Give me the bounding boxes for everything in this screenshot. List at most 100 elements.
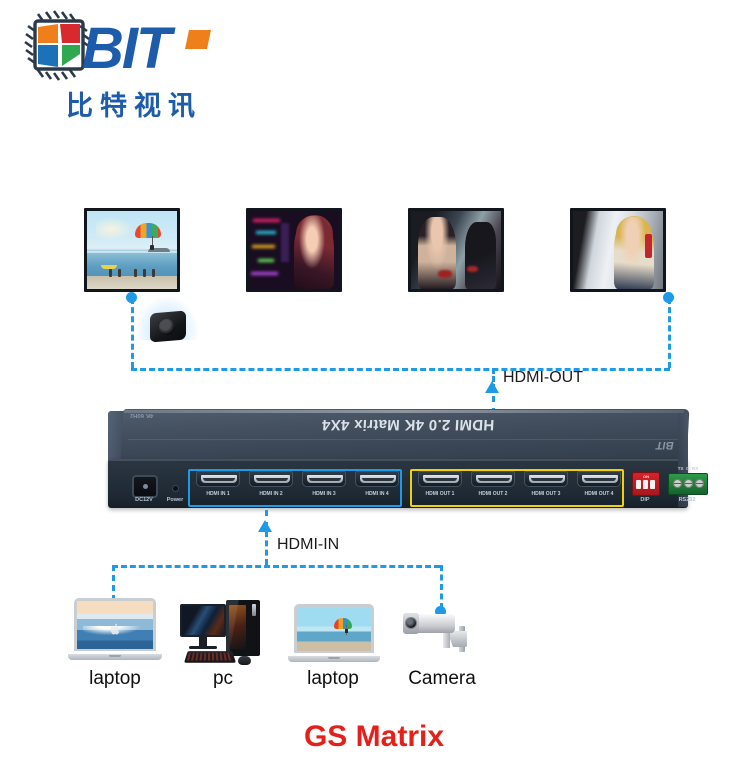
display-2-bezel: [246, 208, 342, 292]
source-laptop-1-screen: [77, 601, 153, 649]
dip-switch-label: DIP: [640, 497, 650, 503]
pc-monitor-screen: [182, 606, 224, 635]
device-lid-seam: [127, 439, 685, 440]
port-hdmi-out-3[interactable]: HDMI OUT 3: [524, 471, 568, 497]
logo-chinese-name: 比特视讯: [66, 91, 202, 122]
port-hdmi-out-4[interactable]: HDMI OUT 4: [577, 471, 621, 497]
out-node-display-4: [663, 292, 674, 303]
logo-accent-mark: [184, 30, 212, 49]
camera-mount-arm: [447, 631, 467, 647]
port-hdmi-in-4[interactable]: HDMI IN 4: [355, 471, 399, 497]
power-led-icon: [172, 485, 179, 492]
out-drop: [492, 368, 495, 390]
camera-lens-icon: [405, 617, 417, 629]
in-drop-right: [440, 565, 443, 609]
source-camera-label: Camera: [408, 668, 476, 689]
in-arrow-icon: [258, 520, 272, 532]
dc-power-jack[interactable]: [132, 475, 158, 498]
out-bus: [131, 368, 670, 371]
apple-logo-icon: [110, 623, 120, 635]
dip-toggle-1[interactable]: [636, 480, 641, 489]
port-hdmi-out-3-label: HDMI OUT 3: [531, 491, 561, 497]
port-hdmi-out-2-label: HDMI OUT 2: [478, 491, 508, 497]
port-hdmi-in-2-label: HDMI IN 2: [259, 491, 283, 497]
pc-monitor: [180, 604, 226, 637]
hdmi-out-label: HDMI-OUT: [503, 369, 583, 386]
display-4: [570, 208, 666, 292]
display-4-screen: [573, 211, 663, 289]
port-hdmi-in-4-body: [355, 471, 399, 487]
in-bus: [112, 565, 440, 568]
chip-icon: [24, 10, 96, 82]
camera-body: [407, 614, 455, 633]
out-riser-right: [668, 298, 671, 368]
source-pc-label: pc: [212, 668, 234, 689]
rs232-terminal[interactable]: TX G RX: [668, 466, 708, 495]
scene-blonde-anime: [573, 211, 663, 289]
camera-neck: [443, 632, 450, 648]
port-hdmi-in-2-body: [249, 471, 293, 487]
dip-switch[interactable]: ON: [632, 472, 660, 496]
port-hdmi-out-1-label: HDMI OUT 1: [425, 491, 455, 497]
source-laptop-1-base: [68, 654, 162, 660]
scene-neon-street: [249, 211, 339, 289]
port-hdmi-in-3-body: [302, 471, 346, 487]
hdmi-matrix-device: 4K 60Hz HDMI 2.0 4K Matrix 4X4 BIT DC12V…: [108, 409, 708, 508]
port-hdmi-out-3-body: [524, 471, 568, 487]
out-arrow-icon: [485, 381, 499, 393]
device-lid-logo: BIT: [656, 439, 674, 451]
device-lid-title: HDMI 2.0 4K Matrix 4X4: [321, 416, 495, 433]
port-hdmi-in-2[interactable]: HDMI IN 2: [249, 471, 293, 497]
source-laptop-1-label: laptop: [89, 668, 141, 689]
port-hdmi-in-1-label: HDMI IN 1: [206, 491, 230, 497]
source-pc: [180, 600, 268, 670]
port-hdmi-out-1-body: [418, 471, 462, 487]
power-led-label: Power: [166, 497, 184, 503]
port-hdmi-in-1-body: [196, 471, 240, 487]
rs232-screw-3[interactable]: [695, 479, 704, 488]
device-lid-small-text: 4K 60Hz: [130, 412, 154, 418]
port-hdmi-in-1[interactable]: HDMI IN 1: [196, 471, 240, 497]
source-laptop-2: [288, 604, 380, 662]
port-hdmi-in-4-label: HDMI IN 4: [365, 491, 389, 497]
dip-toggle-2[interactable]: [643, 480, 648, 489]
projector: [134, 294, 200, 344]
rs232-screw-1[interactable]: [673, 479, 682, 488]
hdmi-output-group-highlight: [410, 469, 624, 507]
display-2: [246, 208, 342, 292]
port-hdmi-in-3-label: HDMI IN 3: [312, 491, 336, 497]
page-title: GS Matrix: [303, 720, 445, 753]
device-right-cap: [678, 413, 688, 507]
display-1-bezel: [84, 208, 180, 292]
device-lid-highlight: [123, 410, 685, 413]
in-node-camera: [435, 606, 446, 617]
port-hdmi-out-4-body: [577, 471, 621, 487]
port-hdmi-out-1[interactable]: HDMI OUT 1: [418, 471, 462, 497]
port-hdmi-out-4-label: HDMI OUT 4: [584, 491, 614, 497]
scene-beach-parasail: [87, 211, 177, 289]
pc-keyboard: [184, 651, 236, 663]
source-laptop-1-lid: [74, 598, 156, 651]
pc-tower-panel: [252, 604, 256, 616]
in-drop-left: [112, 565, 115, 601]
port-hdmi-out-2[interactable]: HDMI OUT 2: [471, 471, 515, 497]
rs232-screw-2[interactable]: [684, 479, 693, 488]
display-4-bezel: [570, 208, 666, 292]
display-3-screen: [411, 211, 501, 289]
in-riser-device-2: [265, 531, 268, 565]
scene-dark-anime: [411, 211, 501, 289]
dip-toggle-3[interactable]: [650, 480, 655, 489]
source-laptop-2-lid: [294, 604, 374, 653]
in-riser-device: [265, 510, 268, 528]
pc-tower-window: [229, 605, 246, 649]
dc-jack-pin: [142, 484, 148, 489]
source-laptop-2-label: laptop: [307, 668, 359, 689]
display-1-screen: [87, 211, 177, 289]
company-logo: BIT 比特视讯: [22, 8, 252, 123]
logo-wordmark: BIT: [82, 16, 171, 81]
port-hdmi-in-3[interactable]: HDMI IN 3: [302, 471, 346, 497]
display-3-bezel: [408, 208, 504, 292]
source-laptop-2-screen: [297, 607, 371, 651]
pc-tower: [226, 600, 260, 656]
